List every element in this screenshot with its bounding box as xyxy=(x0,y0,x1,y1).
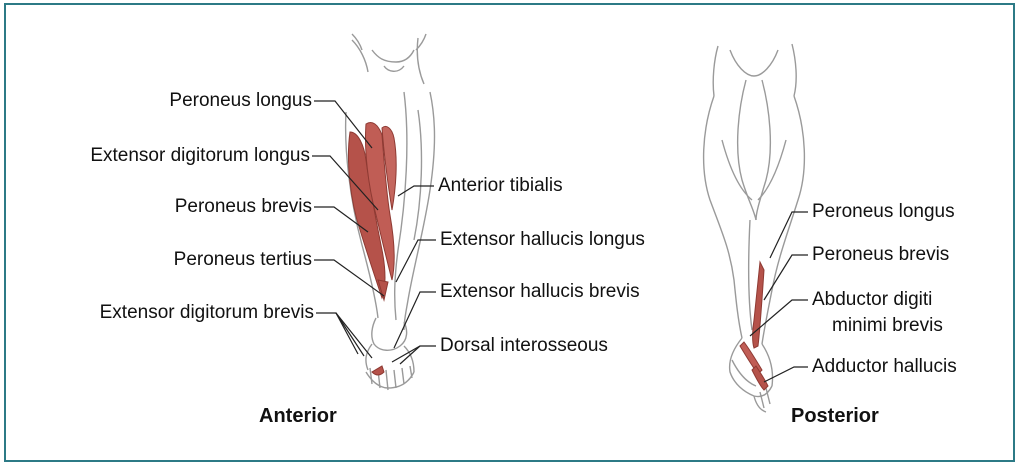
posterior-view-title: Posterior xyxy=(791,405,879,428)
label-posterior-peroneus-longus: Peroneus longus xyxy=(812,201,955,223)
label-peroneus-brevis: Peroneus brevis xyxy=(175,196,312,218)
label-extensor-digitorum-longus: Extensor digitorum longus xyxy=(90,145,310,167)
posterior-highlighted-muscles xyxy=(740,262,768,390)
label-posterior-peroneus-brevis: Peroneus brevis xyxy=(812,244,949,266)
label-extensor-digitorum-brevis: Extensor digitorum brevis xyxy=(100,302,314,324)
label-abductor-digiti-line1: Abductor digiti xyxy=(812,289,932,311)
label-anterior-tibialis: Anterior tibialis xyxy=(438,175,563,197)
label-abductor-digiti-line2: minimi brevis xyxy=(832,315,943,337)
leader-posterior-peroneus-brevis xyxy=(764,255,808,300)
leader-peroneus-longus xyxy=(314,101,372,148)
leader-posterior-peroneus-longus xyxy=(770,212,808,258)
label-dorsal-interosseous: Dorsal interosseous xyxy=(440,335,608,357)
leader-dorsal-interosseous-b xyxy=(400,346,420,364)
label-peroneus-tertius: Peroneus tertius xyxy=(174,249,312,271)
leader-adductor-hallucis xyxy=(764,367,808,382)
label-peroneus-longus: Peroneus longus xyxy=(169,90,312,112)
leader-dorsal-interosseous-a xyxy=(392,346,436,362)
leader-extensor-hallucis-brevis xyxy=(394,292,436,348)
label-extensor-hallucis-brevis: Extensor hallucis brevis xyxy=(440,281,640,303)
leader-extensor-digitorum-brevis-b xyxy=(336,313,364,356)
label-adductor-hallucis: Adductor hallucis xyxy=(812,356,957,378)
label-extensor-hallucis-longus: Extensor hallucis longus xyxy=(440,229,645,251)
anterior-view-title: Anterior xyxy=(259,405,337,428)
leader-extensor-digitorum-brevis-c xyxy=(336,313,372,358)
